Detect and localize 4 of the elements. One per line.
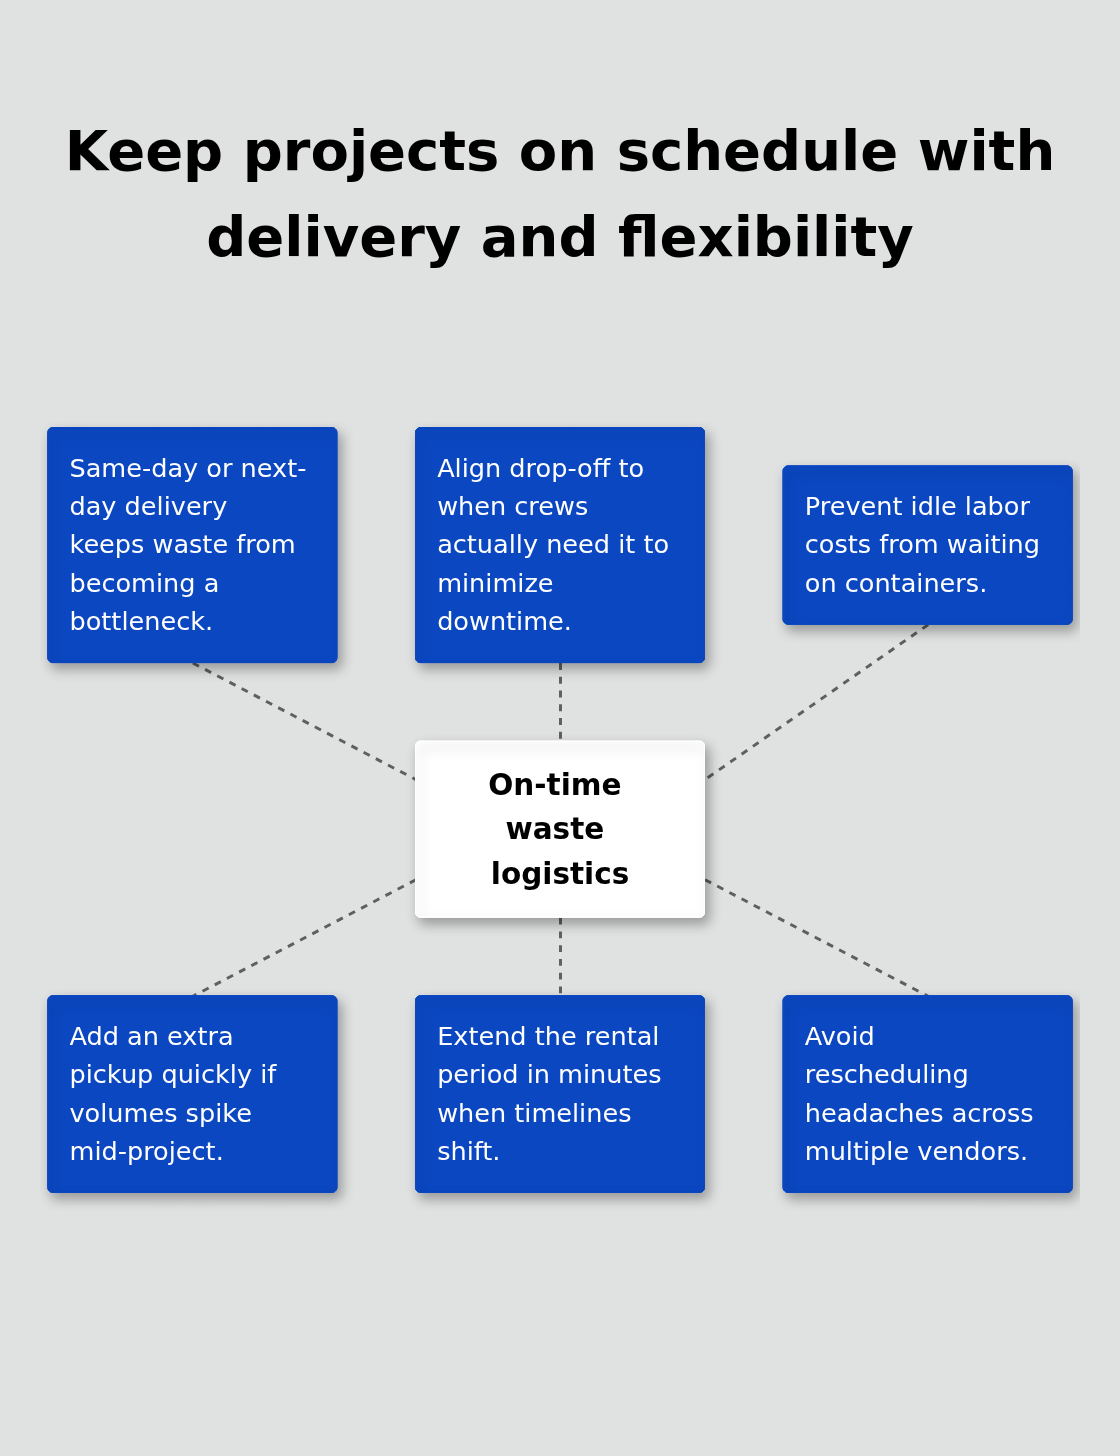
connector	[559, 663, 562, 742]
connector	[704, 623, 929, 781]
title: Keep projects on schedule with delivery and flexibility	[63, 117, 1057, 271]
connector	[192, 661, 417, 781]
